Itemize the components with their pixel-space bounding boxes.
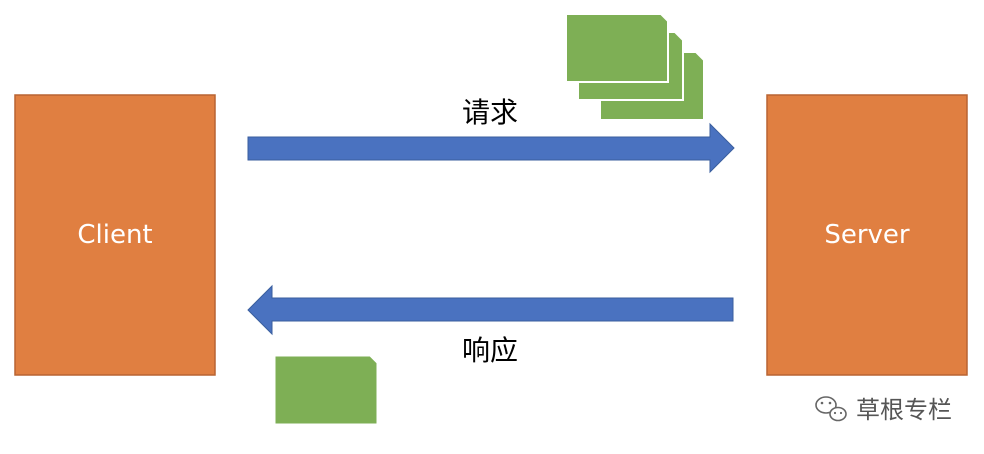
response-label: 响应 — [462, 334, 518, 367]
request-label: 请求 — [462, 96, 518, 129]
response-arrow — [247, 284, 734, 336]
watermark: 草根专栏 — [815, 396, 952, 424]
server-box — [766, 94, 968, 376]
server-label: Server — [824, 220, 910, 250]
wechat-icon — [815, 396, 847, 422]
response-packet — [274, 355, 378, 425]
request-edge: 请求 — [247, 96, 735, 174]
response-edge: 响应 — [247, 284, 734, 367]
client-label: Client — [77, 220, 152, 250]
client-node: Client — [14, 94, 216, 376]
request-packet-front — [565, 13, 669, 83]
server-node: Server — [766, 94, 968, 376]
watermark-text: 草根专栏 — [856, 396, 952, 424]
response-packet-card — [274, 355, 378, 425]
request-arrow — [247, 122, 735, 174]
client-box — [14, 94, 216, 376]
request-packet-stack — [565, 13, 705, 121]
